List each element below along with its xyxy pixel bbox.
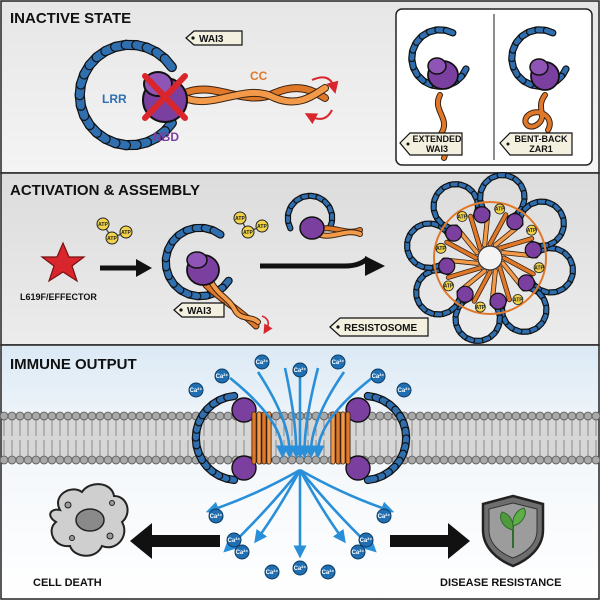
nbd-label: NBD [153,130,179,144]
svg-text:ATP: ATP [243,230,253,236]
svg-text:ATP: ATP [235,216,245,222]
atp-icon-mid: ATP ATP ATP [233,211,269,239]
tag-wai3-activation: WAI3 [173,302,225,318]
svg-text:Ca²⁺: Ca²⁺ [378,513,391,520]
svg-text:Ca²⁺: Ca²⁺ [236,549,249,556]
svg-text:ZAR1: ZAR1 [529,144,553,154]
rotation-arrow-bottom [304,109,333,125]
extended-wai3-figure [427,57,459,161]
cc-coil-inactive [181,84,329,106]
svg-text:Ca²⁺: Ca²⁺ [360,537,373,544]
svg-text:Ca²⁺: Ca²⁺ [294,367,307,374]
svg-text:ATP: ATP [457,214,467,220]
effector-label: L619F/EFFECTOR [20,292,97,302]
svg-text:WAI3: WAI3 [426,144,448,154]
resistosome-complex: ATP ATP ATP ATP ATP ATP ATP ATP [404,172,576,344]
svg-text:Ca²⁺: Ca²⁺ [228,537,241,544]
svg-text:ATP: ATP [436,246,446,252]
lrr-label: LRR [102,92,127,106]
svg-text:ATP: ATP [534,265,544,271]
svg-text:ATP: ATP [98,222,108,228]
svg-text:ATP: ATP [121,230,131,236]
lrr-ring-inactive [74,39,177,151]
panel-title-activation: ACTIVATION & ASSEMBLY [10,182,200,199]
svg-text:BENT-BACK: BENT-BACK [515,134,568,144]
svg-text:ATP: ATP [257,224,267,230]
svg-text:ATP: ATP [527,228,537,234]
cell-death-label: CELL DEATH [33,577,102,589]
calcium-flux-arrows [205,365,395,559]
svg-text:Ca²⁺: Ca²⁺ [332,359,345,366]
tag-bentback-zar1: BENT-BACK ZAR1 [499,132,573,156]
svg-text:ATP: ATP [107,236,117,242]
svg-text:ATP: ATP [495,207,505,213]
svg-text:Ca²⁺: Ca²⁺ [398,387,411,394]
cell-death-icon [49,483,129,557]
arrow-effector-to-wai3 [100,259,152,277]
lrr-ring-oligomer-unit [284,192,336,232]
inhibition-x-icon [142,73,188,121]
svg-text:Ca²⁺: Ca²⁺ [322,569,335,576]
oligomer-unit-figure [299,216,363,240]
svg-text:Ca²⁺: Ca²⁺ [266,569,279,576]
disease-resistance-label: DISEASE RESISTANCE [440,577,561,589]
svg-text:Ca²⁺: Ca²⁺ [216,373,229,380]
shield-leaf-icon [481,494,545,568]
arrow-to-resistosome [260,256,385,276]
tag-wai3-inactive: WAI3 [185,30,243,46]
panel-title-immune: IMMUNE OUTPUT [10,356,137,373]
membrane-pore-left [191,391,272,485]
svg-text:ATP: ATP [444,284,454,290]
svg-text:Ca²⁺: Ca²⁺ [294,565,307,572]
svg-text:ATP: ATP [513,297,523,303]
arrow-to-cell-death [130,523,220,559]
svg-text:EXTENDED: EXTENDED [412,134,462,144]
svg-text:WAI3: WAI3 [187,306,212,317]
svg-text:Ca²⁺: Ca²⁺ [256,359,269,366]
bentback-zar1-figure [522,58,560,133]
membrane-pore-right [330,391,411,485]
rotation-arrow-top [311,76,339,94]
cc-label: CC [250,69,268,83]
arrow-to-disease-resistance [390,523,470,559]
atp-icon: ATP ATP ATP [96,217,133,245]
svg-text:Ca²⁺: Ca²⁺ [352,549,365,556]
svg-text:Ca²⁺: Ca²⁺ [372,373,385,380]
calcium-ion-icons: Ca²⁺ Ca²⁺ Ca²⁺ Ca²⁺ Ca²⁺ Ca²⁺ Ca²⁺ Ca²⁺ Ca²⁺ Ca²⁺… [188,354,412,580]
svg-text:Ca²⁺: Ca²⁺ [210,513,223,520]
svg-text:Ca²⁺: Ca²⁺ [190,387,203,394]
panel-title-inactive: INACTIVE STATE [10,10,131,27]
svg-text:ATP: ATP [476,305,486,311]
activated-wai3-figure [186,251,273,335]
svg-text:WAI3: WAI3 [199,34,224,45]
tag-extended-wai3: EXTENDED WAI3 [399,132,463,156]
star-icon [40,241,86,283]
svg-text:RESISTOSOME: RESISTOSOME [344,323,417,334]
tag-resistosome: RESISTOSOME [329,317,429,337]
